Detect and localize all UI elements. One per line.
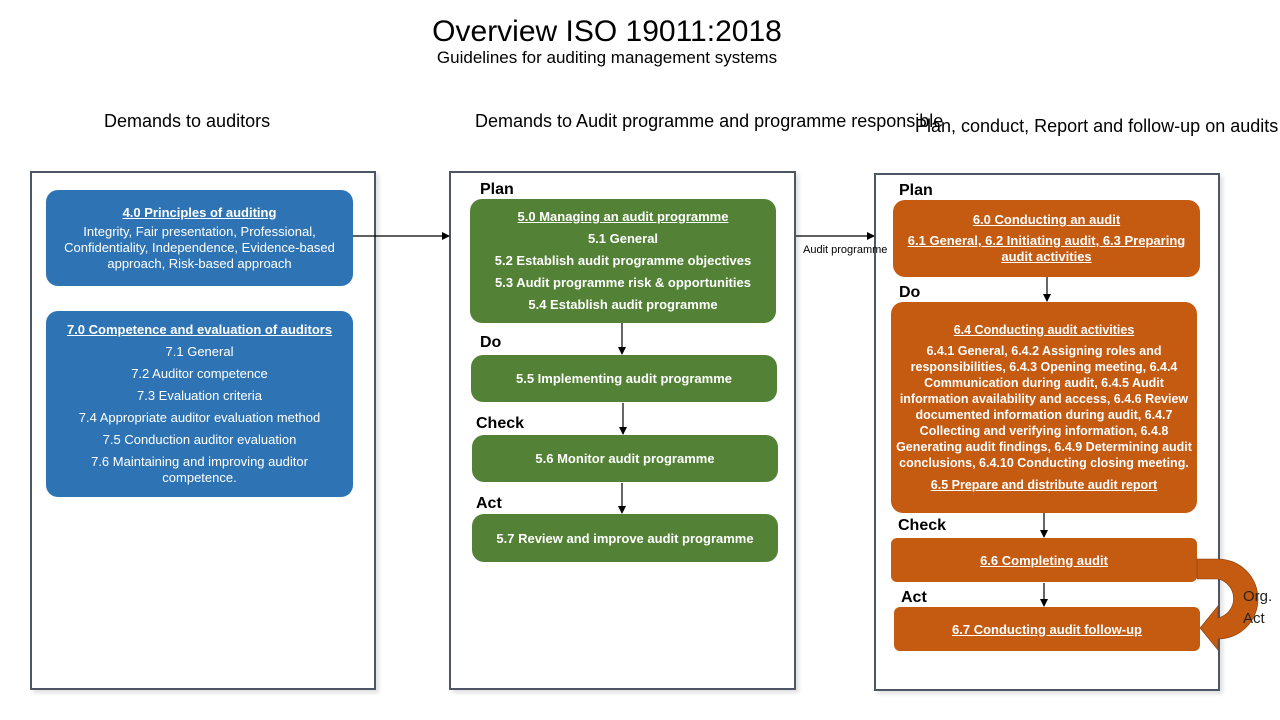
auditors-column-heading: Demands to auditors (104, 111, 271, 131)
audits-phase-plan: Plan (899, 182, 933, 199)
activities-heading: 6.4 Conducting audit activities (953, 323, 1135, 337)
principles-line: approach, Risk-based approach (107, 255, 292, 271)
org-act-line2: Act (1243, 610, 1265, 627)
diagram-title: Overview ISO 19011:2018 (432, 15, 782, 48)
managing-audit-programme-box: 5.0 Managing an audit programme 5.1 Gene… (470, 199, 776, 323)
programme-heading-line1: Demands to Audit programme (475, 111, 715, 131)
connector-label-line1: Audit (803, 244, 829, 256)
monitor-audit-programme-box: 5.6 Monitor audit programme (472, 435, 778, 482)
audits-column-heading: Plan, conduct, Report and follow-up on a… (915, 113, 1278, 139)
competence-item: 7.3 Evaluation criteria (136, 388, 262, 403)
managing-item: 5.3 Audit programme risk & opportunities (495, 275, 751, 290)
managing-heading: 5.0 Managing an audit programme (517, 209, 729, 224)
audits-phase-check: Check (898, 517, 947, 534)
audits-phase-do: Do (899, 284, 921, 301)
managing-item: 5.4 Establish audit programme (528, 297, 718, 312)
audits-heading-line1: Plan, conduct, Report and (915, 116, 1124, 136)
completing-audit-label: 6.6 Completing audit (980, 552, 1108, 568)
competence-evaluation-box: 7.0 Competence and evaluation of auditor… (46, 311, 353, 497)
conducting-audit-box: 6.0 Conducting an audit 6.1 General, 6.2… (893, 200, 1200, 277)
audit-follow-up-box: 6.7 Conducting audit follow-up (894, 607, 1200, 651)
principles-heading: 4.0 Principles of auditing (122, 204, 277, 220)
implementing-audit-programme-box: 5.5 Implementing audit programme (471, 355, 777, 402)
managing-item: 5.1 General (587, 231, 659, 246)
competence-heading: 7.0 Competence and evaluation of auditor… (66, 322, 333, 337)
programme-phase-do: Do (480, 334, 502, 351)
principles-line: Integrity, Fair presentation, Profession… (83, 223, 316, 239)
competence-item: 7.6 Maintaining and improving auditor co… (91, 454, 308, 485)
audits-phase-act: Act (901, 589, 927, 606)
conducting-audit-activities-box: 6.4 Conducting audit activities 6.4.1 Ge… (891, 302, 1197, 513)
competence-item: 7.1 General (165, 344, 234, 359)
audits-heading-line2: follow-up on audits (1128, 116, 1279, 136)
follow-up-label: 6.7 Conducting audit follow-up (952, 621, 1142, 637)
activities-body: 6.4.1 General, 6.4.2 Assigning roles and… (896, 344, 1192, 470)
diagram-subtitle: Guidelines for auditing management syste… (436, 48, 778, 67)
review-improve-programme-box: 5.7 Review and improve audit programme (472, 514, 778, 562)
programme-heading-line2: and programme responsible (719, 111, 944, 131)
programme-phase-check: Check (476, 415, 525, 432)
completing-audit-box: 6.6 Completing audit (891, 538, 1197, 582)
org-act-label: Org. Act (1243, 586, 1280, 630)
review-label: 5.7 Review and improve audit programme (496, 530, 754, 546)
audit-report-heading: 6.5 Prepare and distribute audit report (930, 478, 1158, 492)
implementing-label: 5.5 Implementing audit programme (516, 371, 732, 386)
programme-phase-act: Act (476, 495, 502, 512)
conducting-audit-heading: 6.0 Conducting an audit (972, 212, 1121, 227)
connector-label-line2: programme (831, 244, 888, 256)
monitor-label: 5.6 Monitor audit programme (535, 451, 715, 466)
org-act-line1: Org. (1243, 588, 1273, 605)
audit-programme-connector-label: Audit programme (803, 243, 887, 258)
principles-of-auditing-box: 4.0 Principles of auditing Integrity, Fa… (46, 190, 353, 286)
competence-item: 7.4 Appropriate auditor evaluation metho… (78, 410, 321, 425)
conducting-audit-sub: 6.1 General, 6.2 Initiating audit, 6.3 P… (907, 233, 1186, 264)
managing-item: 5.2 Establish audit programme objectives (494, 253, 752, 268)
programme-column-heading: Demands to Audit programme and programme… (475, 108, 943, 134)
competence-item: 7.2 Auditor competence (131, 366, 268, 381)
programme-phase-plan: Plan (480, 181, 514, 198)
principles-line: Confidentiality, Independence, Evidence-… (64, 239, 335, 255)
competence-item: 7.5 Conduction auditor evaluation (102, 432, 297, 447)
